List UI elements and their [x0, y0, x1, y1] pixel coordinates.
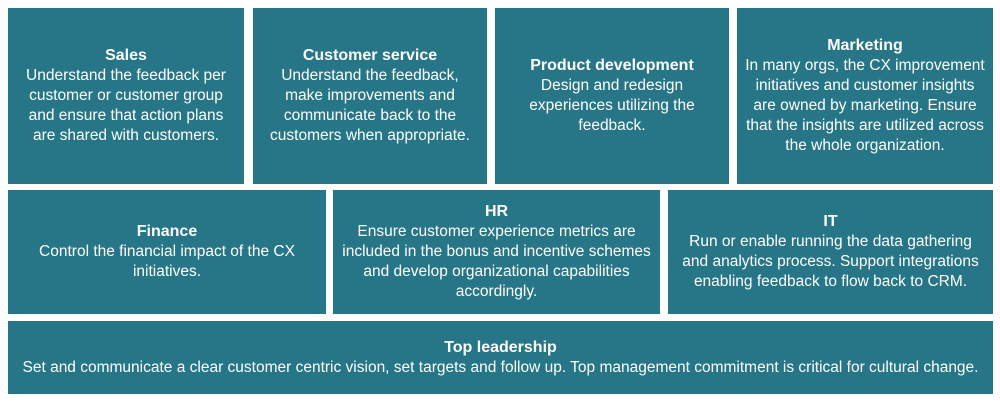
finance-title: Finance	[136, 223, 198, 240]
marketing-description: In many orgs, the CX improvement initiat…	[745, 57, 985, 154]
top-leadership-description: Set and communicate a clear customer cen…	[22, 358, 979, 376]
it-box: IT Run or enable running the data gather…	[668, 190, 993, 314]
top-leadership-box: Top leadership Set and communicate a cle…	[8, 321, 993, 394]
product-development-description: Design and redesign experiences utilizin…	[529, 77, 695, 134]
sales-title: Sales	[105, 47, 147, 64]
customer-service-description: Understand the feedback, make improvemen…	[270, 67, 470, 144]
finance-box: Finance Control the financial impact of …	[8, 190, 326, 314]
customer-service-title: Customer service	[302, 47, 438, 64]
hr-box: HR Ensure customer experience metrics ar…	[333, 190, 660, 314]
hr-title: HR	[484, 203, 509, 220]
hr-description: Ensure customer experience metrics are i…	[342, 223, 651, 300]
sales-description: Understand the feedback per customer or …	[26, 67, 226, 144]
marketing-title: Marketing	[827, 37, 903, 54]
it-description: Run or enable running the data gathering…	[682, 233, 979, 290]
marketing-box: Marketing In many orgs, the CX improveme…	[737, 8, 993, 184]
product-development-box: Product development Design and redesign …	[495, 8, 729, 184]
finance-description: Control the financial impact of the CX i…	[39, 243, 295, 280]
it-title: IT	[823, 213, 838, 230]
sales-box: Sales Understand the feedback per custom…	[8, 8, 244, 184]
customer-service-box: Customer service Understand the feedback…	[253, 8, 487, 184]
top-leadership-title: Top leadership	[444, 338, 557, 356]
product-development-title: Product development	[530, 57, 694, 74]
